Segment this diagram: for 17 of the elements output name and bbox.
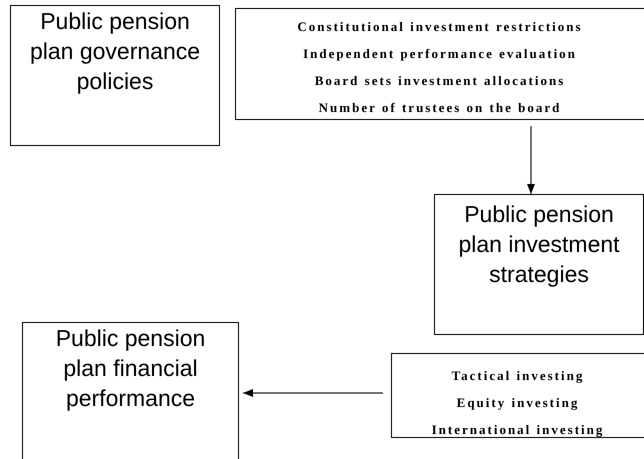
box-title: Public pension plan financial performance	[54, 324, 206, 413]
concept-box	[434, 194, 644, 335]
factor-item: Equity investing	[456, 394, 580, 412]
box-title: Public pension plan governance policies	[28, 7, 202, 96]
factor-list-box	[391, 353, 644, 438]
concept-box	[22, 322, 239, 459]
factor-item: Tactical investing	[450, 367, 586, 385]
factor-list-box	[235, 8, 644, 120]
box-title: Public pension plan investment strategies	[457, 200, 621, 289]
arrow	[242, 389, 384, 397]
concept-box	[10, 5, 220, 146]
factor-item: Board sets investment allocations	[314, 72, 566, 90]
factor-item: Number of trustees on the board	[318, 99, 562, 117]
arrow	[527, 126, 535, 194]
factor-item: International investing	[430, 421, 606, 439]
factor-item: Independent performance evaluation	[302, 45, 578, 63]
factor-item: Constitutional investment restrictions	[296, 18, 584, 36]
